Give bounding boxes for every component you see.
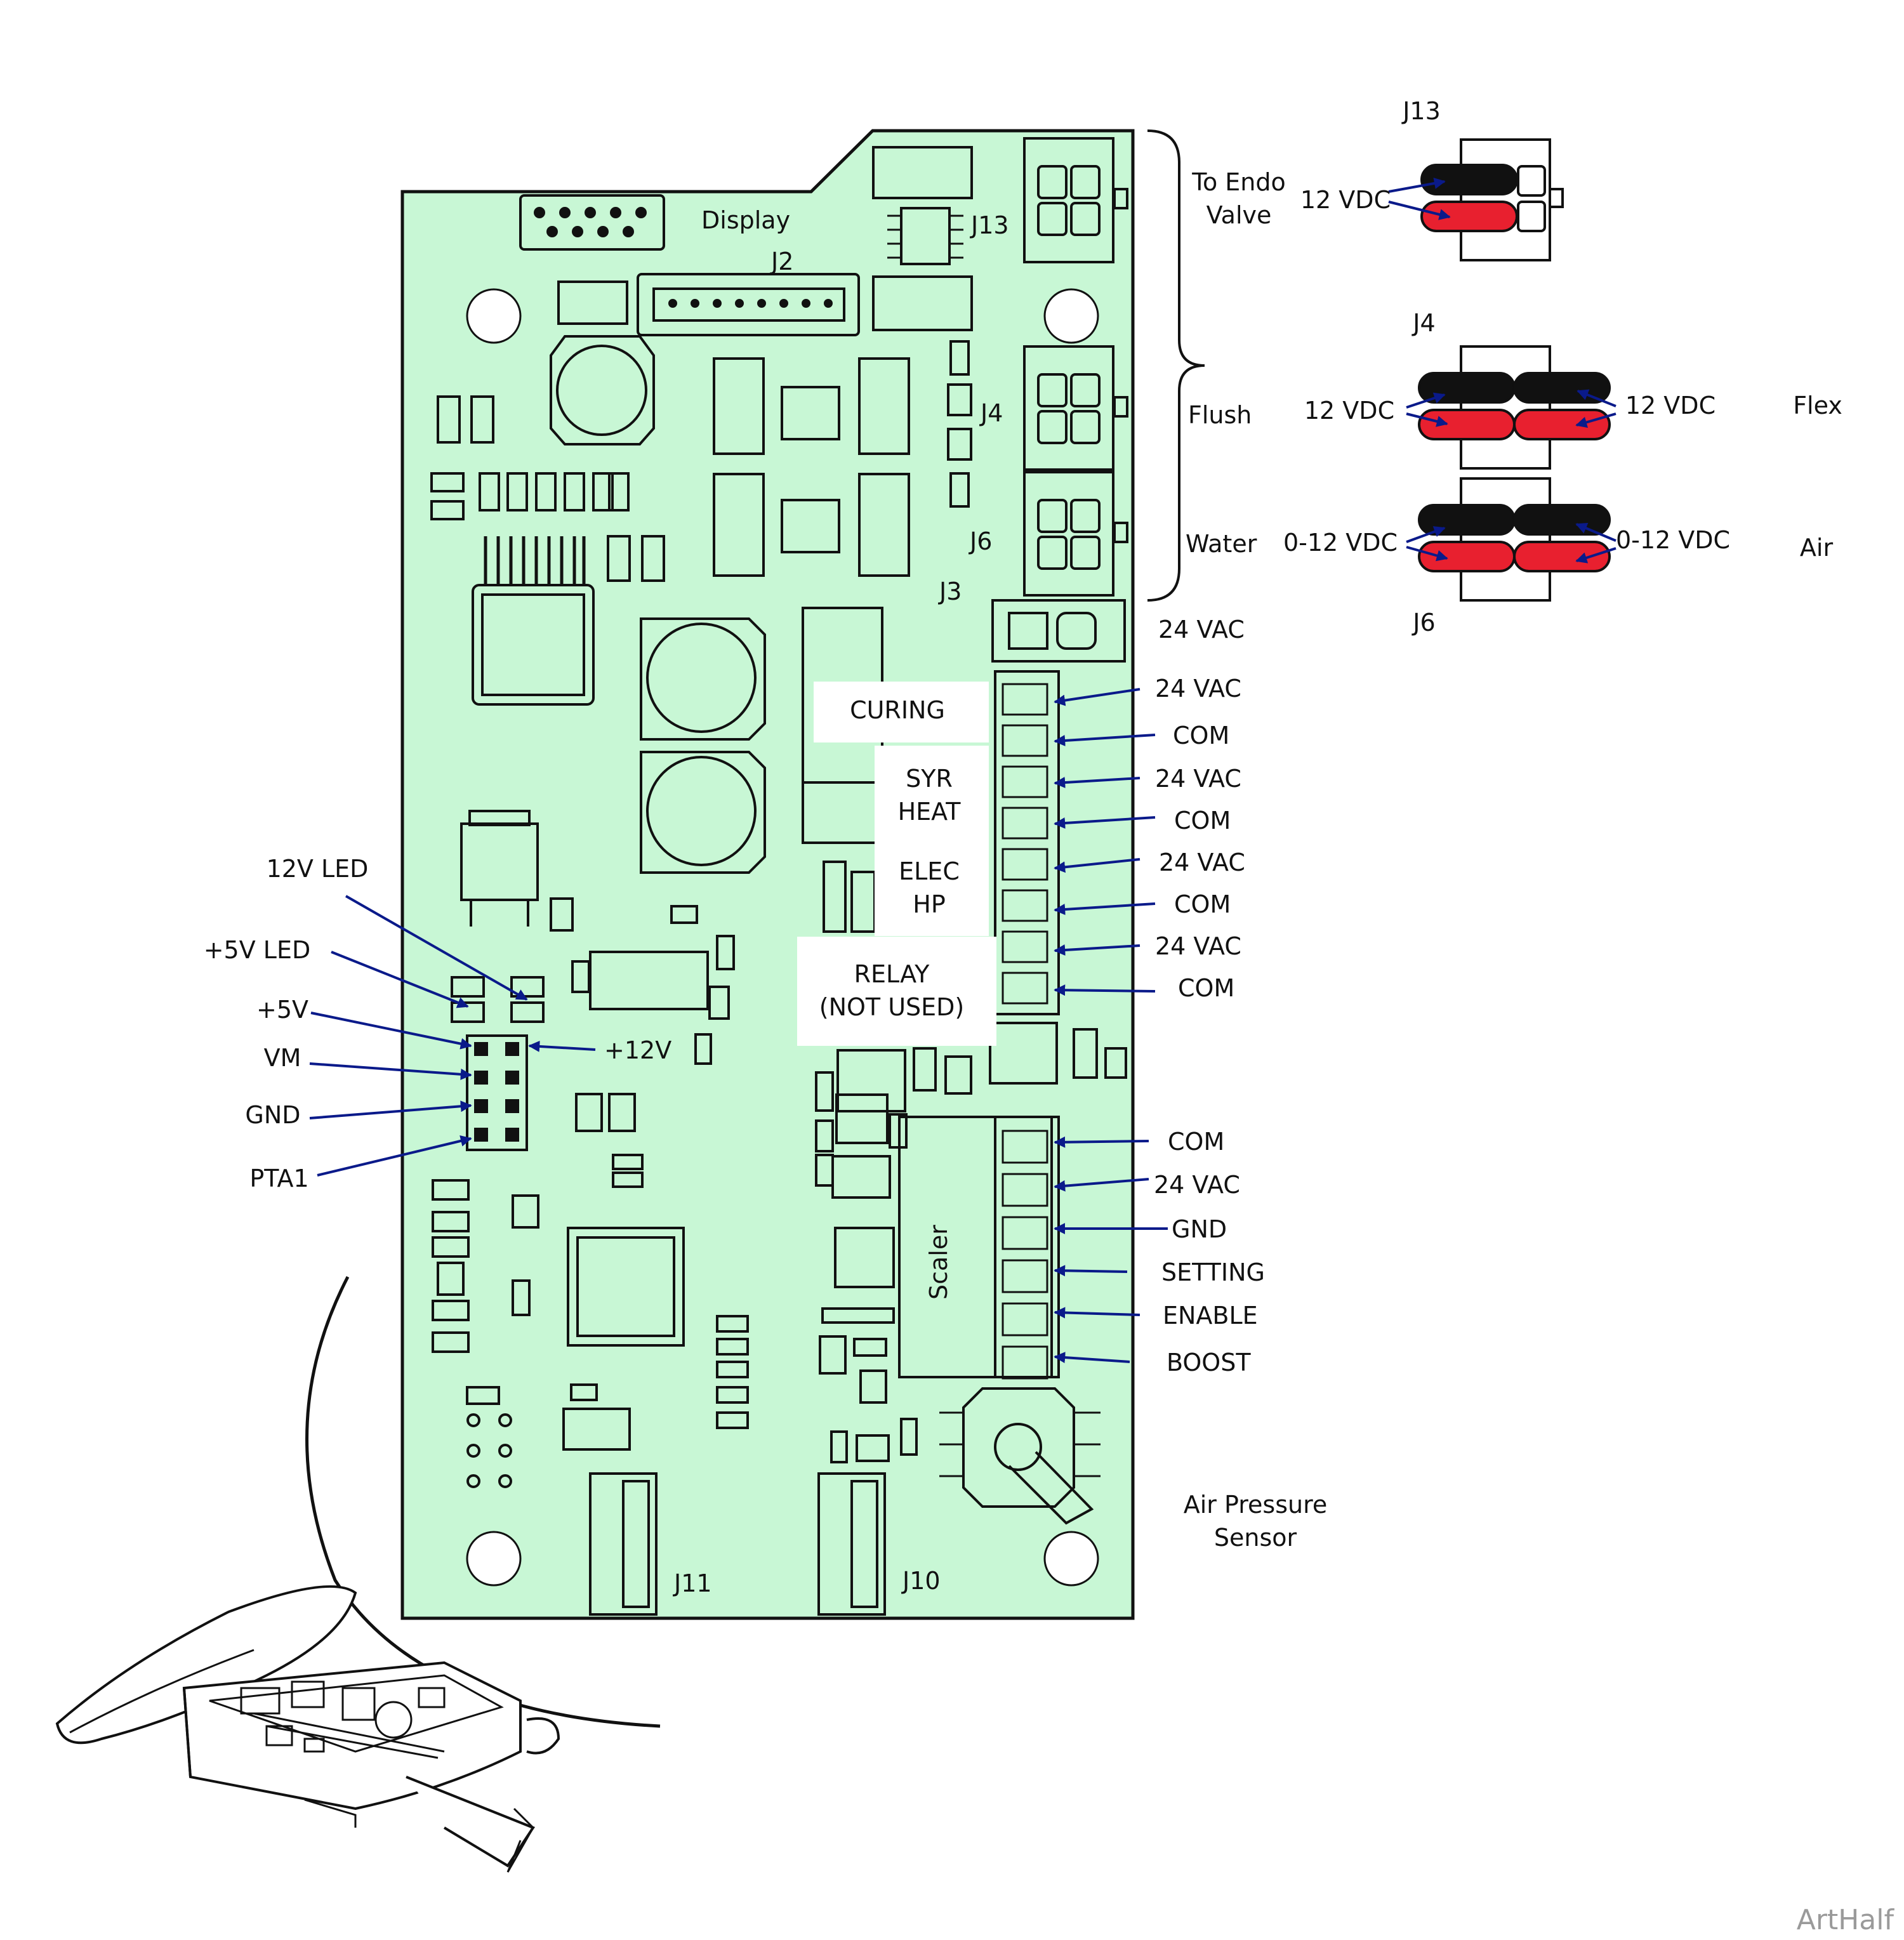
air-label: Air: [1800, 534, 1834, 562]
connector-details: J13 12 VDC J4 12 VDC 12 VDC Flex 0-12 VD…: [1283, 97, 1842, 637]
scaler-pin-labels: COM 24 VAC GND SETTING ENABLE BOOST: [1154, 1128, 1265, 1376]
j6-left-voltage: 0-12 VDC: [1283, 529, 1398, 557]
j13-detail: [1388, 138, 1564, 261]
relay-pin-label: COM: [1174, 890, 1231, 918]
relay-pin-labels: 24 VAC COM 24 VAC COM 24 VAC COM 24 VAC …: [1155, 675, 1245, 1002]
relay-pin-label: 24 VAC: [1155, 765, 1241, 793]
scaler-label: Scaler: [925, 1225, 953, 1300]
gnd-label: GND: [245, 1101, 300, 1129]
j4-right-voltage: 12 VDC: [1625, 392, 1716, 419]
j13-voltage: 12 VDC: [1300, 186, 1391, 214]
led12-label: 12V LED: [267, 855, 369, 883]
p12v-label: +12V: [604, 1036, 671, 1064]
left-arrows: [309, 895, 596, 1177]
syr-heat-label-1: SYR: [906, 765, 953, 793]
j6-board-label: J6: [969, 527, 992, 555]
scaler-pin-label: GND: [1172, 1215, 1227, 1243]
relay-label-2: (NOT USED): [819, 993, 964, 1021]
relay-pin-label: 24 VAC: [1155, 932, 1241, 960]
watermark: ArtHalf: [1797, 1904, 1895, 1936]
j2-label: J2: [770, 247, 793, 275]
relay-pin-label: COM: [1178, 974, 1234, 1002]
elec-hp-label-1: ELEC: [899, 857, 960, 885]
syr-heat-label-2: HEAT: [898, 798, 962, 826]
display-label: Display: [701, 206, 790, 234]
board-components: [430, 137, 1128, 1616]
j4-detail: [1406, 345, 1616, 470]
scaler-pin-label: 24 VAC: [1154, 1171, 1240, 1199]
white-label-boxes: [797, 682, 996, 1046]
relay-pin-label: 24 VAC: [1155, 675, 1241, 703]
endo-label-2: Valve: [1207, 201, 1272, 229]
j6-detail: [1406, 477, 1616, 602]
flush-label: Flush: [1188, 401, 1252, 429]
j6-right-voltage: 0-12 VDC: [1616, 526, 1730, 554]
p5v-label: +5V: [256, 996, 308, 1024]
j13-detail-title: J13: [1401, 97, 1441, 125]
j4-detail-title: J4: [1411, 309, 1435, 337]
endo-label-1: To Endo: [1191, 168, 1286, 196]
j3-voltage-label: 24 VAC: [1158, 616, 1245, 643]
j3-label: J3: [938, 577, 962, 605]
scaler-pin-label: COM: [1168, 1128, 1224, 1156]
vm-label: VM: [264, 1044, 301, 1072]
flex-label: Flex: [1793, 392, 1842, 419]
water-label: Water: [1186, 530, 1257, 558]
j11-label: J11: [673, 1569, 712, 1597]
scaler-pin-label: SETTING: [1161, 1258, 1265, 1286]
sensor-label-2: Sensor: [1214, 1524, 1297, 1552]
relay-pin-label: COM: [1173, 722, 1229, 749]
j4-left-voltage: 12 VDC: [1304, 397, 1394, 425]
sensor-label-1: Air Pressure: [1184, 1491, 1328, 1519]
scaler-pin-arrows: [1054, 1136, 1168, 1364]
relay-label-1: RELAY: [854, 960, 930, 988]
j6-detail-title: J6: [1411, 609, 1435, 637]
relay-pin-arrows: [1054, 688, 1156, 996]
mounting-holes: [466, 288, 1099, 1587]
device-inset-illustration: [55, 1276, 661, 1873]
relay-pin-label: COM: [1174, 807, 1231, 835]
connector-bracket: [1147, 129, 1205, 602]
j13-board-label: J13: [970, 211, 1009, 239]
curing-label: CURING: [850, 696, 945, 724]
scaler-pin-label: BOOST: [1167, 1349, 1251, 1376]
j4-board-label: J4: [979, 399, 1003, 427]
relay-pin-label: 24 VAC: [1159, 848, 1245, 876]
j10-label: J10: [901, 1567, 941, 1595]
scaler-pin-label: ENABLE: [1163, 1302, 1258, 1330]
pta1-label: PTA1: [249, 1165, 308, 1192]
elec-hp-label-2: HP: [913, 890, 946, 918]
led5-label: +5V LED: [204, 936, 311, 964]
